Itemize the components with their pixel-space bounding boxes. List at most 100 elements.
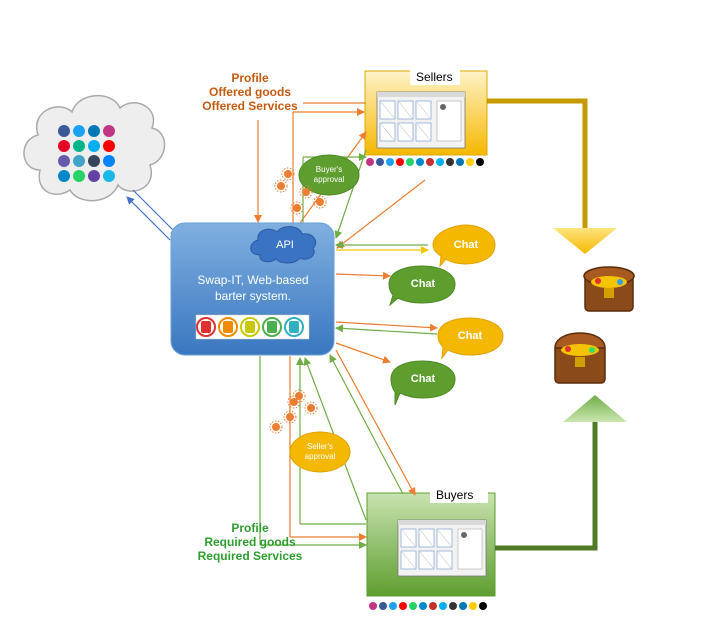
social-icon	[479, 602, 487, 610]
mini-titlebar	[398, 520, 486, 525]
sparkle-icon	[284, 170, 292, 178]
social-icon	[399, 602, 407, 610]
sparkle-icon	[316, 198, 324, 206]
buyers-title: Buyers	[436, 488, 474, 502]
mini-titlebar	[377, 92, 465, 97]
messenger-icon	[103, 155, 115, 167]
mini-card-line	[398, 101, 413, 119]
mini-card-line	[419, 529, 434, 547]
sparkle-icon	[277, 182, 285, 190]
sparkle-ring	[269, 420, 283, 434]
social-icon	[436, 158, 444, 166]
social-icon	[389, 602, 397, 610]
seller-info-line-1: Profile	[231, 71, 269, 85]
seller-info-line-2: Offered goods	[208, 85, 291, 99]
chat-label-1: Chat	[453, 239, 479, 251]
sparkle-ring	[292, 389, 306, 403]
social-icon	[439, 602, 447, 610]
buyer-info-line-1: Profile	[231, 521, 269, 535]
buyer-social-icons	[369, 602, 487, 610]
seller-approval-text: Seller's approval	[295, 442, 345, 462]
buyer-info-line-2: Required goods	[204, 535, 296, 549]
chat4-arrow-out	[335, 342, 391, 364]
database-body	[223, 321, 233, 333]
database-body	[289, 321, 299, 333]
social-icon	[476, 158, 484, 166]
vine-icon	[73, 140, 85, 152]
database-body	[267, 321, 277, 333]
sparkle-icon	[302, 188, 310, 196]
seller-approval-line-2: approval	[304, 452, 336, 461]
buyer-approval-text: Buyer's approval	[304, 165, 354, 185]
whatsapp-icon	[73, 170, 85, 182]
sparkle-ring	[304, 401, 318, 415]
sparkle-icon	[293, 204, 301, 212]
social-icon	[469, 602, 477, 610]
buyer-approval-badge	[298, 154, 360, 196]
mini-card-line	[401, 529, 416, 547]
mini-card-line	[401, 551, 416, 569]
mini-card-line	[398, 123, 413, 141]
social-icon	[459, 602, 467, 610]
social-icon	[456, 158, 464, 166]
sparkle-ring	[299, 185, 313, 199]
social-icon	[449, 602, 457, 610]
mini-card-line	[416, 101, 431, 119]
sparkle-ring	[274, 179, 288, 193]
database-body	[201, 321, 211, 333]
buyer-info-label: Profile Required goods Required Services	[195, 521, 305, 563]
sparkle-icon	[295, 392, 303, 400]
chat-label-2: Chat	[410, 278, 436, 290]
social-icon	[396, 158, 404, 166]
linkedin-icon	[88, 125, 100, 137]
system-name: Swap-IT, Web-based barter system.	[180, 272, 326, 304]
mini-card-line	[380, 101, 395, 119]
viber-icon	[58, 155, 70, 167]
sparkle-ring	[313, 195, 327, 209]
periscope-icon	[73, 155, 85, 167]
chat3-arrow-in	[335, 324, 438, 335]
mini-avatar	[461, 532, 467, 538]
twitter-icon	[73, 125, 85, 137]
social-icon	[376, 158, 384, 166]
sellers-title: Sellers	[416, 70, 453, 84]
database-body	[245, 321, 255, 333]
chat-label-3: Chat	[457, 330, 483, 342]
vimeo-icon	[103, 170, 115, 182]
mini-card-line	[419, 551, 434, 569]
sparkle-icon	[286, 413, 294, 421]
social-icon	[466, 158, 474, 166]
social-icon	[446, 158, 454, 166]
buyers-box	[366, 487, 496, 597]
chat-bubble-3	[437, 317, 504, 360]
sparkle-ring	[281, 167, 295, 181]
skype-icon	[88, 140, 100, 152]
seller-to-system-arrow-1	[334, 149, 367, 239]
chat-bubble-2	[388, 265, 456, 307]
seller-approval-line-1: Seller's	[307, 442, 333, 451]
chat-label-4: Chat	[410, 373, 436, 385]
social-icon	[426, 158, 434, 166]
buyer-approval-line-1: Buyer's	[315, 165, 343, 174]
seller-to-system-arrow-2	[336, 179, 426, 249]
buyer-to-system-arrow-1	[329, 354, 404, 495]
social-icon	[416, 158, 424, 166]
facebook-icon	[58, 125, 70, 137]
sparkle-icon	[272, 423, 280, 431]
up-arrow	[563, 395, 627, 422]
chat-bubble-1	[432, 224, 496, 268]
sellers-flow-path	[487, 98, 588, 230]
system-name-line-2: barter system.	[214, 289, 292, 303]
down-arrow	[553, 228, 617, 254]
mini-avatar	[440, 104, 446, 110]
api-cloud	[250, 226, 317, 264]
mini-card-line	[416, 123, 431, 141]
instagram-icon	[103, 125, 115, 137]
buyers-flow-path	[495, 420, 598, 551]
system-name-line-1: Swap-IT, Web-based	[197, 273, 309, 287]
pinterest-icon	[58, 140, 70, 152]
tumblr-icon	[88, 155, 100, 167]
social-icon	[366, 158, 374, 166]
twitch-icon	[88, 170, 100, 182]
